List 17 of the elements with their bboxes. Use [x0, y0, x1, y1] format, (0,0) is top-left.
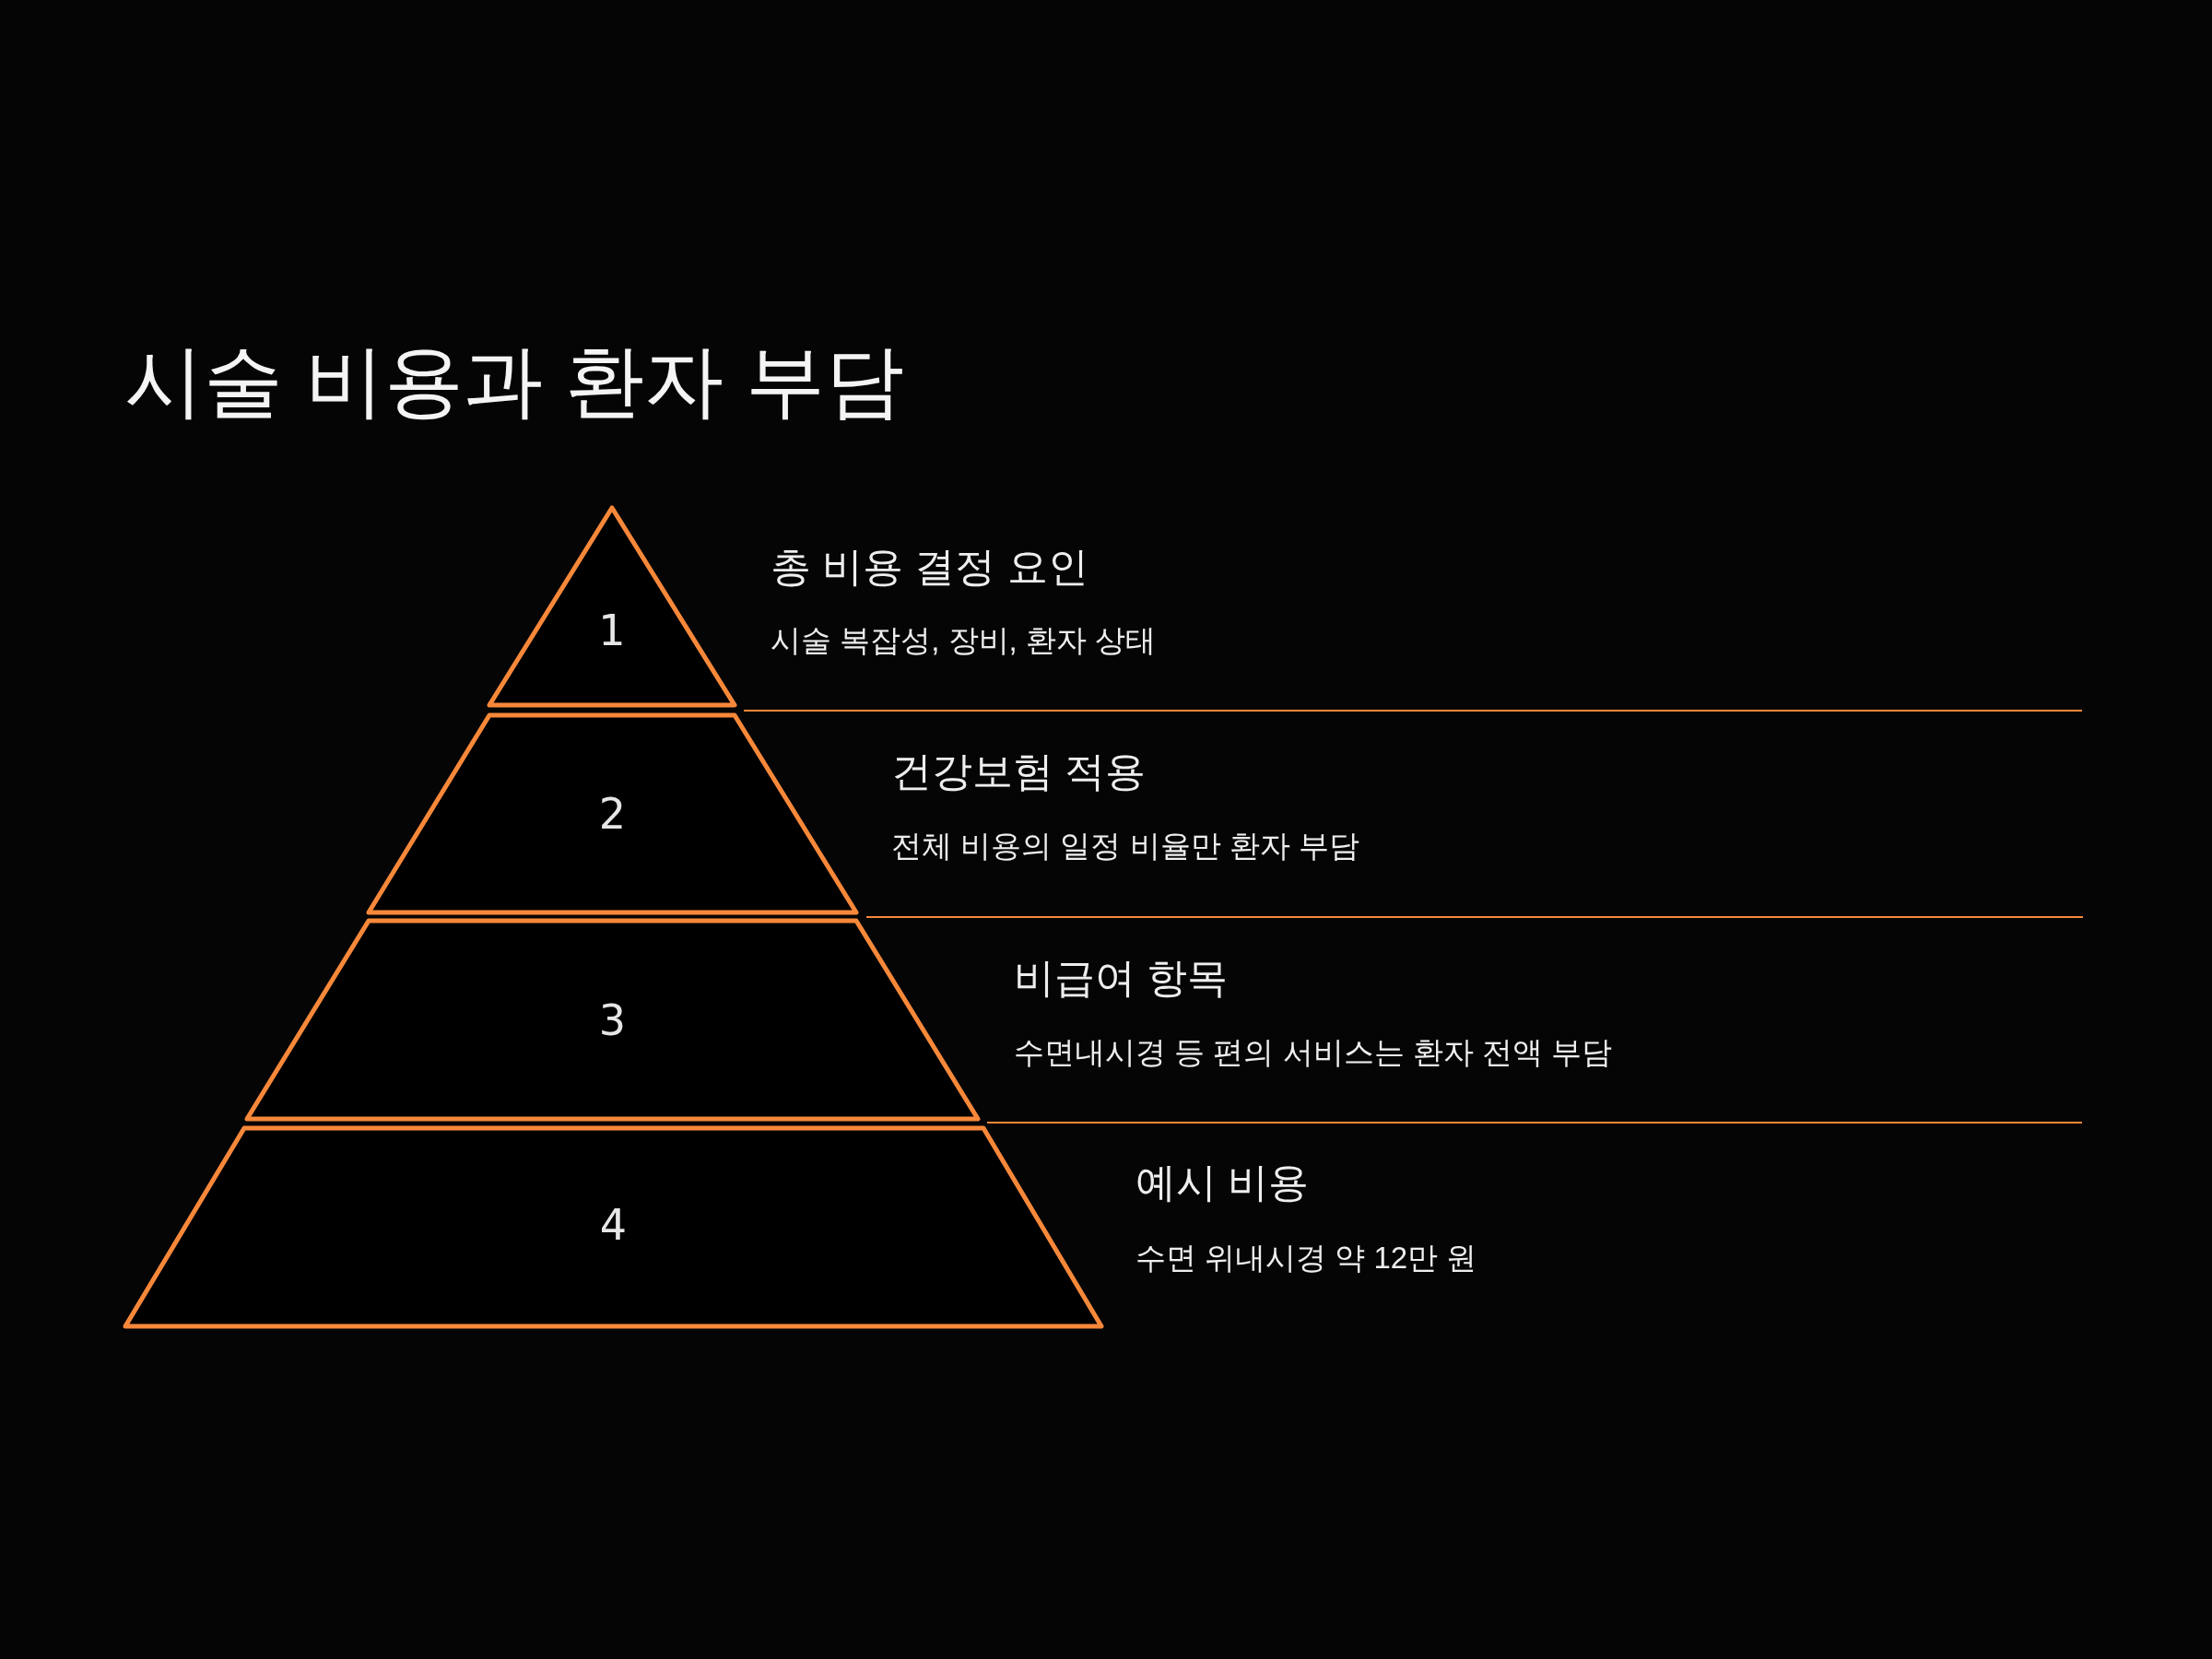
pyramid-tier	[486, 503, 738, 710]
pyramid-tier	[122, 1124, 1105, 1330]
tier-description: 전체 비용의 일정 비율만 환자 부담	[891, 829, 1359, 864]
tier-number: 3	[598, 999, 627, 1041]
tier-description: 수면 위내시경 약 12만 원	[1135, 1241, 1477, 1276]
tier-heading: 예시 비용	[1135, 1159, 1310, 1206]
tier-number: 1	[598, 609, 626, 652]
tier-heading: 총 비용 결정 요인	[771, 543, 1088, 591]
tier-description: 시술 복잡성, 장비, 환자 상태	[771, 623, 1156, 658]
tier-heading: 비급여 항목	[1014, 954, 1229, 1002]
tier-number: 2	[598, 793, 627, 835]
tier-description: 수면내시경 등 편의 서비스는 환자 전액 부담	[1014, 1035, 1612, 1070]
tier-number: 4	[599, 1204, 628, 1246]
title: 시술 비용과 환자 부담	[124, 336, 904, 425]
pyramid-tier	[365, 712, 860, 916]
tier-heading: 건강보험 적용	[891, 747, 1147, 795]
pyramid-tier	[243, 917, 982, 1123]
